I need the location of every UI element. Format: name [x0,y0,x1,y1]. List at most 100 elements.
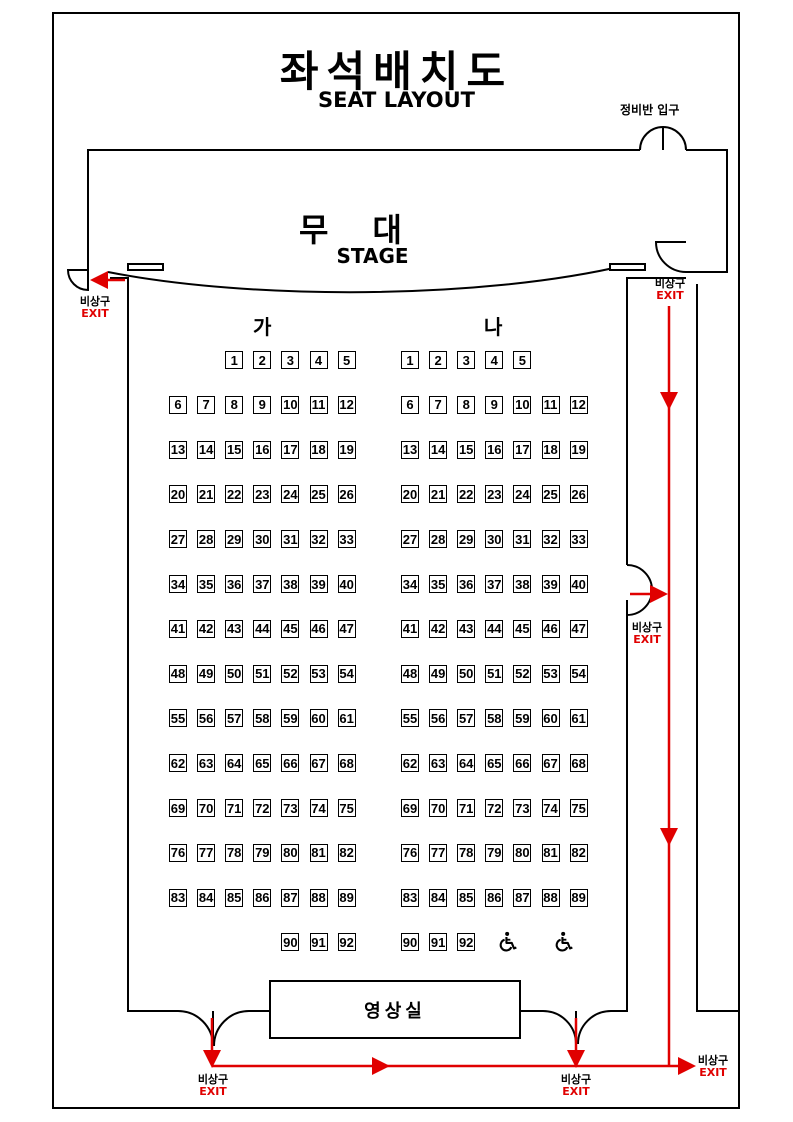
seat-na-82[interactable]: 82 [569,843,588,862]
seat-ga-56[interactable]: 56 [197,709,216,728]
seat-na-51[interactable]: 51 [485,664,504,683]
seat-na-30[interactable]: 30 [485,530,504,549]
seat-na-90[interactable]: 90 [401,933,419,952]
seat-na-20[interactable]: 20 [401,485,419,504]
seat-ga-74[interactable]: 74 [309,799,328,817]
seat-na-14[interactable]: 14 [429,440,448,459]
seat-na-29[interactable]: 29 [457,530,476,549]
seat-ga-3[interactable]: 3 [281,351,300,369]
seat-ga-46[interactable]: 46 [309,619,328,638]
seat-na-57[interactable]: 57 [457,709,476,728]
seat-na-32[interactable]: 32 [541,530,560,549]
seat-ga-53[interactable]: 53 [309,664,328,683]
seat-na-55[interactable]: 55 [401,709,419,728]
seat-ga-83[interactable]: 83 [169,888,187,907]
seat-ga-63[interactable]: 63 [197,754,216,773]
seat-na-74[interactable]: 74 [541,799,560,817]
seat-na-92[interactable]: 92 [457,933,476,952]
seat-ga-65[interactable]: 65 [253,754,272,773]
seat-ga-44[interactable]: 44 [253,619,272,638]
seat-ga-71[interactable]: 71 [225,799,244,817]
seat-na-22[interactable]: 22 [457,485,476,504]
seat-ga-42[interactable]: 42 [197,619,216,638]
seat-na-89[interactable]: 89 [569,888,588,907]
seat-na-40[interactable]: 40 [569,575,588,593]
seat-ga-24[interactable]: 24 [281,485,300,504]
seat-ga-79[interactable]: 79 [253,843,272,862]
seat-ga-81[interactable]: 81 [309,843,328,862]
seat-ga-76[interactable]: 76 [169,843,187,862]
seat-ga-57[interactable]: 57 [225,709,244,728]
seat-na-15[interactable]: 15 [457,440,476,459]
seat-na-33[interactable]: 33 [569,530,588,549]
seat-ga-34[interactable]: 34 [169,575,187,593]
seat-na-25[interactable]: 25 [541,485,560,504]
seat-ga-59[interactable]: 59 [281,709,300,728]
seat-ga-18[interactable]: 18 [309,440,328,459]
seat-na-16[interactable]: 16 [485,440,504,459]
seat-ga-45[interactable]: 45 [281,619,300,638]
seat-na-52[interactable]: 52 [513,664,532,683]
seat-ga-4[interactable]: 4 [309,351,328,369]
seat-na-71[interactable]: 71 [457,799,476,817]
seat-ga-50[interactable]: 50 [225,664,244,683]
seat-ga-87[interactable]: 87 [281,888,300,907]
seat-ga-7[interactable]: 7 [197,395,216,414]
seat-na-64[interactable]: 64 [457,754,476,773]
seat-na-17[interactable]: 17 [513,440,532,459]
seat-na-11[interactable]: 11 [541,395,560,414]
seat-ga-14[interactable]: 14 [197,440,216,459]
seat-na-54[interactable]: 54 [569,664,588,683]
seat-ga-43[interactable]: 43 [225,619,244,638]
seat-ga-54[interactable]: 54 [337,664,356,683]
seat-ga-13[interactable]: 13 [169,440,187,459]
seat-ga-9[interactable]: 9 [253,395,272,414]
seat-ga-51[interactable]: 51 [253,664,272,683]
seat-na-68[interactable]: 68 [569,754,588,773]
seat-na-10[interactable]: 10 [513,395,532,414]
seat-na-72[interactable]: 72 [485,799,504,817]
seat-ga-33[interactable]: 33 [337,530,356,549]
seat-ga-40[interactable]: 40 [337,575,356,593]
seat-na-44[interactable]: 44 [485,619,504,638]
seat-ga-37[interactable]: 37 [253,575,272,593]
seat-ga-72[interactable]: 72 [253,799,272,817]
seat-na-46[interactable]: 46 [541,619,560,638]
seat-na-42[interactable]: 42 [429,619,448,638]
seat-na-62[interactable]: 62 [401,754,419,773]
seat-ga-80[interactable]: 80 [281,843,300,862]
seat-ga-47[interactable]: 47 [337,619,356,638]
seat-ga-22[interactable]: 22 [225,485,244,504]
seat-ga-90[interactable]: 90 [281,933,300,952]
seat-na-3[interactable]: 3 [457,351,476,369]
seat-ga-88[interactable]: 88 [309,888,328,907]
seat-na-76[interactable]: 76 [401,843,419,862]
seat-na-69[interactable]: 69 [401,799,419,817]
seat-ga-86[interactable]: 86 [253,888,272,907]
seat-ga-48[interactable]: 48 [169,664,187,683]
seat-ga-28[interactable]: 28 [197,530,216,549]
seat-na-87[interactable]: 87 [513,888,532,907]
seat-ga-32[interactable]: 32 [309,530,328,549]
seat-na-43[interactable]: 43 [457,619,476,638]
seat-ga-41[interactable]: 41 [169,619,187,638]
seat-na-58[interactable]: 58 [485,709,504,728]
seat-ga-2[interactable]: 2 [253,351,272,369]
seat-na-12[interactable]: 12 [569,395,588,414]
seat-ga-89[interactable]: 89 [337,888,356,907]
seat-ga-77[interactable]: 77 [197,843,216,862]
seat-ga-61[interactable]: 61 [337,709,356,728]
seat-ga-52[interactable]: 52 [281,664,300,683]
seat-ga-84[interactable]: 84 [197,888,216,907]
seat-ga-16[interactable]: 16 [253,440,272,459]
seat-na-9[interactable]: 9 [485,395,504,414]
seat-ga-78[interactable]: 78 [225,843,244,862]
seat-na-5[interactable]: 5 [513,351,532,369]
seat-ga-26[interactable]: 26 [337,485,356,504]
seat-ga-6[interactable]: 6 [169,395,187,414]
seat-na-73[interactable]: 73 [513,799,532,817]
seat-na-28[interactable]: 28 [429,530,448,549]
seat-na-1[interactable]: 1 [401,351,419,369]
seat-na-35[interactable]: 35 [429,575,448,593]
seat-na-77[interactable]: 77 [429,843,448,862]
